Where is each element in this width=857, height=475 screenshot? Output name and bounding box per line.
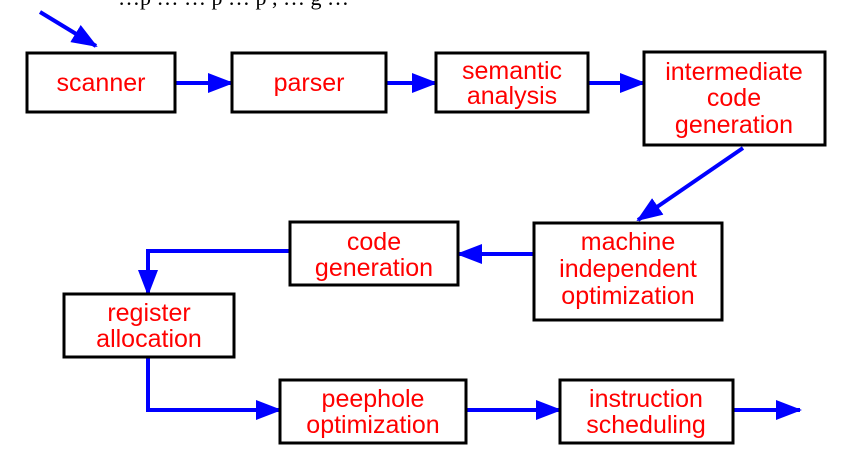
stage-intermediate-code-generation: intermediate code generation: [642, 50, 827, 147]
stage-code-generation: code generation: [288, 220, 460, 287]
arrow-register-alloc-to-peephole: [146, 357, 282, 420]
stage-label-line: peephole: [322, 385, 425, 413]
stage-label-line: code: [707, 84, 761, 112]
stage-label-line: code: [347, 228, 401, 256]
stage-scanner: scanner: [25, 51, 177, 114]
stage-label-line: semantic: [462, 57, 562, 85]
stage-label-line: machine: [581, 228, 676, 256]
arrow-code-gen-to-register-alloc: [138, 249, 290, 296]
stage-parser: parser: [230, 51, 388, 114]
stage-semantic-analysis: semantic analysis: [434, 51, 590, 114]
stage-machine-independent-optimization: machine independent optimization: [532, 221, 724, 322]
stage-label-line: optimization: [561, 282, 694, 310]
stage-label-line: generation: [675, 111, 793, 139]
stage-label-line: instruction: [589, 385, 703, 413]
stage-label: parser: [274, 69, 345, 97]
arrow-intermediate-to-machine-opt: [636, 146, 745, 222]
stage-label-line: analysis: [467, 82, 557, 110]
entry-arrow: [38, 10, 98, 48]
stage-label-line: register: [107, 299, 190, 327]
stage-label-line: generation: [315, 254, 433, 282]
stage-peephole-optimization: peephole optimization: [278, 378, 468, 445]
stage-label-line: allocation: [96, 325, 202, 353]
caption-partial: …p … … p … p , … g …: [118, 0, 349, 10]
stage-label-line: scheduling: [586, 411, 706, 439]
stage-label-line: independent: [559, 255, 697, 283]
stage-label: scanner: [57, 69, 146, 97]
stage-instruction-scheduling: instruction scheduling: [558, 378, 735, 445]
stage-label-line: intermediate: [665, 58, 803, 86]
stage-register-allocation: register allocation: [62, 292, 236, 359]
stage-label-line: optimization: [306, 411, 439, 439]
